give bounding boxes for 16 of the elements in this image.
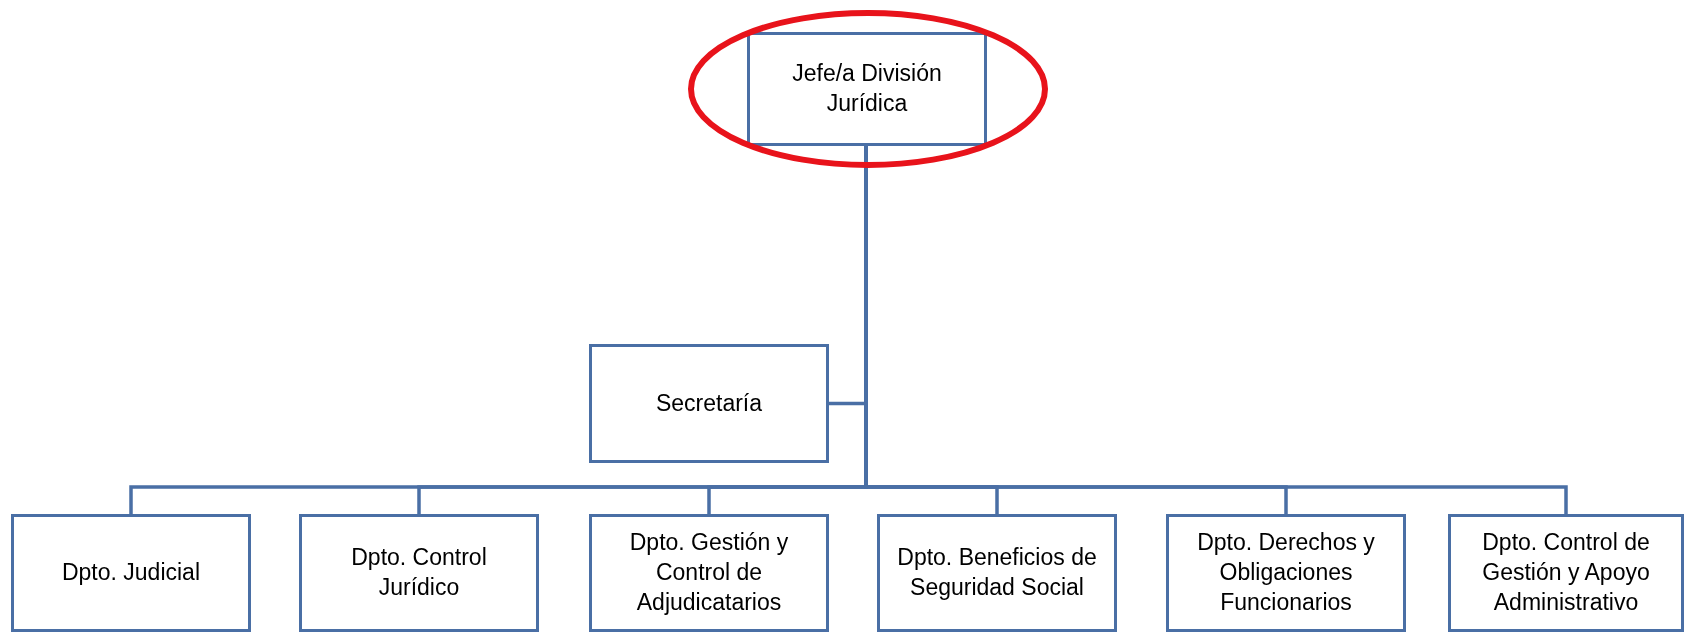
org-box <box>11 514 251 632</box>
org-label: Secretaría <box>655 388 763 418</box>
org-label: Dpto. Derechos y Obligaciones Funcionarios <box>1196 528 1376 617</box>
org-box <box>299 514 539 632</box>
org-box <box>1448 514 1684 632</box>
org-label: Jefe/a División Jurídica <box>791 59 943 118</box>
org-box <box>1166 514 1406 632</box>
org-box <box>589 514 829 632</box>
org-box <box>589 344 829 463</box>
org-label: Dpto. Control de Gestión y Apoyo Administrativo <box>1481 528 1651 617</box>
org-label: Dpto. Control Jurídico <box>350 543 488 602</box>
org-box <box>877 514 1117 632</box>
org-label: Dpto. Gestión y Control de Adjudicatarios <box>628 528 790 617</box>
org-label: Dpto. Beneficios de Seguridad Social <box>896 543 1098 602</box>
org-box <box>747 32 987 146</box>
org-label: Dpto. Judicial <box>61 558 201 588</box>
